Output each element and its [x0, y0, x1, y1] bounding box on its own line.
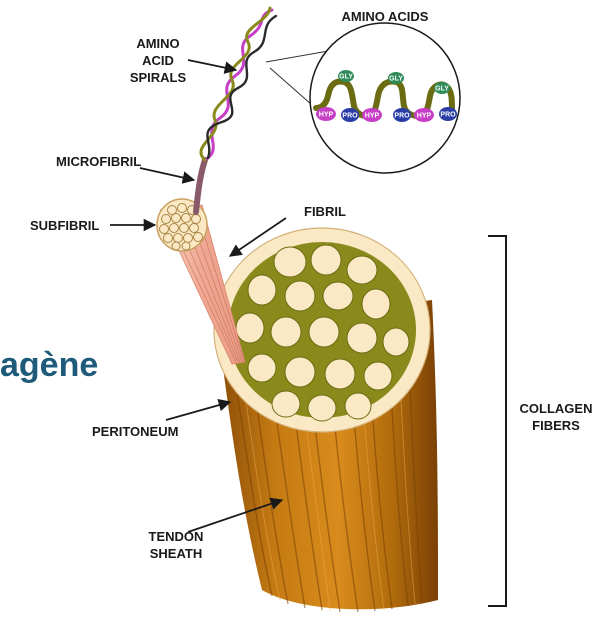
pro-tag-3: PRO — [439, 107, 457, 121]
amino-acids-magnifier — [310, 23, 460, 173]
gly-tag-2: GLY — [388, 72, 404, 84]
hyp-label: HYP — [319, 112, 334, 119]
pro-label: PRO — [394, 113, 410, 120]
amino-acid-triple-helix — [201, 8, 276, 160]
hyp-tag-1: HYP — [316, 107, 336, 121]
page-title-fragment: agène — [0, 346, 98, 384]
hyp-label: HYP — [365, 113, 380, 120]
gly-label: GLY — [339, 74, 353, 81]
pro-label: PRO — [440, 112, 456, 119]
pro-label: PRO — [342, 113, 358, 120]
arrow-microfibril — [140, 168, 194, 180]
label-amino-acid-spirals-line1: AMINO — [136, 36, 179, 51]
collagen-cross-section — [214, 228, 430, 432]
label-fibril: FIBRIL — [304, 204, 346, 219]
gly-label: GLY — [435, 86, 449, 93]
arrow-peritoneum — [166, 402, 230, 420]
pro-tag-1: PRO — [341, 108, 359, 122]
pro-tag-2: PRO — [393, 108, 411, 122]
hyp-tag-2: HYP — [362, 108, 382, 122]
hyp-tag-3: HYP — [414, 108, 434, 122]
gly-tag-1: GLY — [338, 70, 354, 82]
arrow-amino-acid-spirals — [188, 60, 236, 70]
microfibril-stalk — [196, 160, 205, 212]
label-subfibril: SUBFIBRIL — [30, 218, 99, 233]
label-amino-acid-spirals-line2: ACID — [142, 53, 174, 68]
label-collagen-fibers-line2: FIBERS — [532, 418, 580, 433]
gly-tag-3: GLY — [434, 82, 450, 94]
label-amino-acid-spirals-line3: SPIRALS — [130, 70, 187, 85]
hyp-label: HYP — [417, 113, 432, 120]
label-tendon-sheath-line1: TENDON — [149, 529, 204, 544]
label-amino-acids: AMINO ACIDS — [342, 9, 429, 24]
label-microfibril: MICROFIBRIL — [56, 154, 141, 169]
label-collagen-fibers-line1: COLLAGEN — [520, 401, 593, 416]
label-tendon-sheath-line2: SHEATH — [150, 546, 202, 561]
collagen-fibers-bracket — [488, 236, 506, 606]
label-peritoneum: PERITONEUM — [92, 424, 178, 439]
gly-label: GLY — [389, 76, 403, 83]
